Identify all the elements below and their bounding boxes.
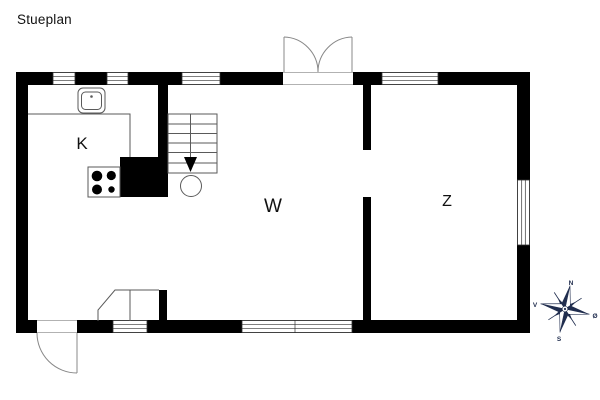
wall-top bbox=[16, 72, 530, 85]
chimney-block bbox=[120, 157, 168, 197]
kitchen-counter-edge bbox=[28, 113, 131, 157]
wall-wz-lower bbox=[363, 197, 371, 320]
windows-top bbox=[52, 72, 439, 85]
window bbox=[106, 72, 129, 85]
wood-stove bbox=[180, 175, 202, 197]
window bbox=[112, 320, 148, 333]
entry-door-south bbox=[36, 320, 78, 374]
window bbox=[52, 72, 76, 85]
page-title: Stueplan bbox=[17, 12, 72, 27]
windows-bottom bbox=[112, 320, 353, 333]
room-label-living: W bbox=[264, 196, 282, 217]
room-label-kitchen: K bbox=[76, 134, 88, 153]
window-right bbox=[517, 179, 530, 246]
wall-wz-upper bbox=[363, 85, 371, 150]
wall-alcove-stub bbox=[159, 290, 167, 321]
burner bbox=[92, 184, 102, 195]
room-label-bedroom: Z bbox=[442, 193, 452, 210]
burner bbox=[106, 170, 116, 181]
faucet-dot bbox=[90, 95, 93, 98]
compass-label-west: V bbox=[533, 302, 538, 309]
french-door-north bbox=[283, 36, 353, 85]
stove-cooktop bbox=[87, 166, 121, 198]
window-double bbox=[241, 320, 353, 333]
compass-label-north: N bbox=[569, 280, 574, 287]
compass-label-south: S bbox=[557, 336, 562, 343]
kitchen-sink bbox=[77, 87, 106, 114]
burner bbox=[91, 170, 103, 182]
interior-walls bbox=[120, 85, 371, 321]
compass-label-east: Ø bbox=[592, 313, 597, 320]
wall-kitchen-stairs bbox=[158, 85, 168, 157]
compass-rose: N S V Ø bbox=[533, 280, 598, 343]
kitchen-fixtures bbox=[28, 87, 131, 198]
door-swing-arc-right bbox=[317, 36, 353, 73]
stair-direction-arrow bbox=[184, 157, 197, 172]
window bbox=[181, 72, 221, 85]
alcove-outline bbox=[97, 289, 159, 321]
door-swing-arc bbox=[36, 332, 78, 374]
wall-left bbox=[16, 72, 28, 333]
compass-star bbox=[540, 285, 590, 333]
window bbox=[381, 72, 439, 85]
door-swing-arc-left bbox=[283, 36, 319, 73]
burner bbox=[108, 186, 115, 193]
staircase bbox=[167, 113, 218, 174]
